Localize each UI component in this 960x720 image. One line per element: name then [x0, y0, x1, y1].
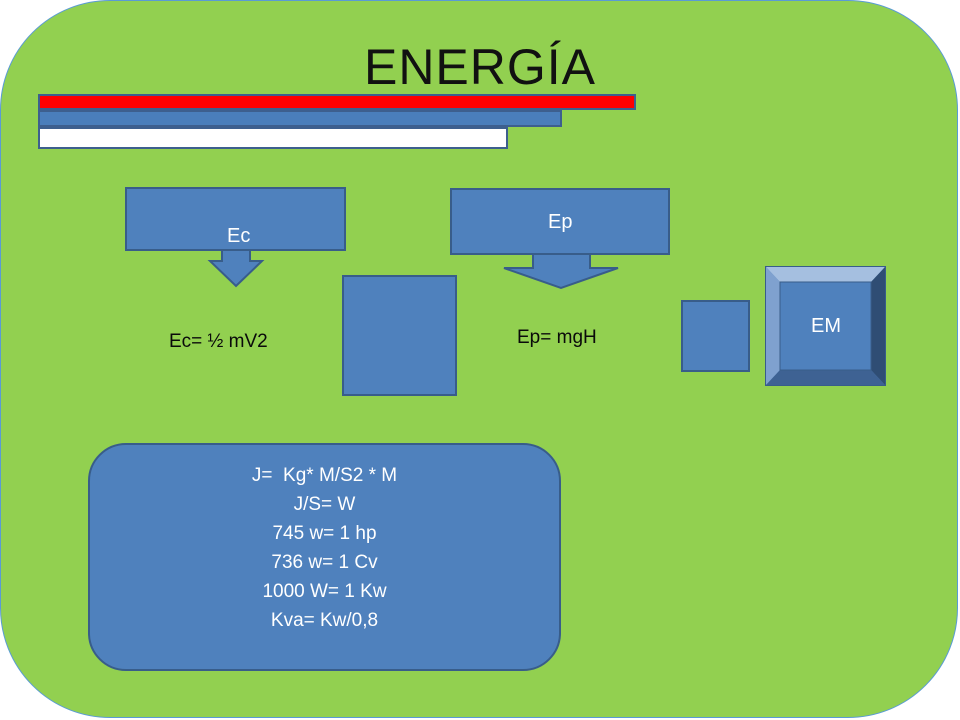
formula-line: Kva= Kw/0,8: [270, 610, 379, 631]
middle-square: [342, 275, 457, 396]
formula-line: 745 w= 1 hp: [272, 523, 377, 544]
ec-box: Ec: [125, 187, 346, 251]
formula-line: J= Kg* M/S2 * M: [251, 465, 398, 486]
em-bevel-frame: [765, 266, 886, 386]
ec-box-label: Ec: [227, 225, 251, 247]
ep-formula: Ep= mgH: [517, 327, 597, 348]
slide-title: ENERGÍA: [363, 39, 597, 95]
title-underline-white-bar: [38, 127, 508, 149]
formula-line: J/S= W: [293, 494, 356, 515]
ep-box-label: Ep: [548, 211, 573, 233]
em-box-label: EM: [811, 314, 841, 337]
formula-line: 736 w= 1 Cv: [271, 552, 378, 573]
formula-line: 1000 W= 1 Kw: [262, 581, 387, 602]
ec-formula: Ec= ½ mV2: [169, 331, 268, 352]
small-square: [681, 300, 750, 372]
ep-box: Ep: [450, 188, 670, 255]
formula-box: J= Kg* M/S2 * M J/S= W 745 w= 1 hp 736 w…: [88, 443, 561, 671]
title-underline-red-bar: [38, 94, 636, 110]
title-underline-blue-bar: [38, 110, 562, 127]
